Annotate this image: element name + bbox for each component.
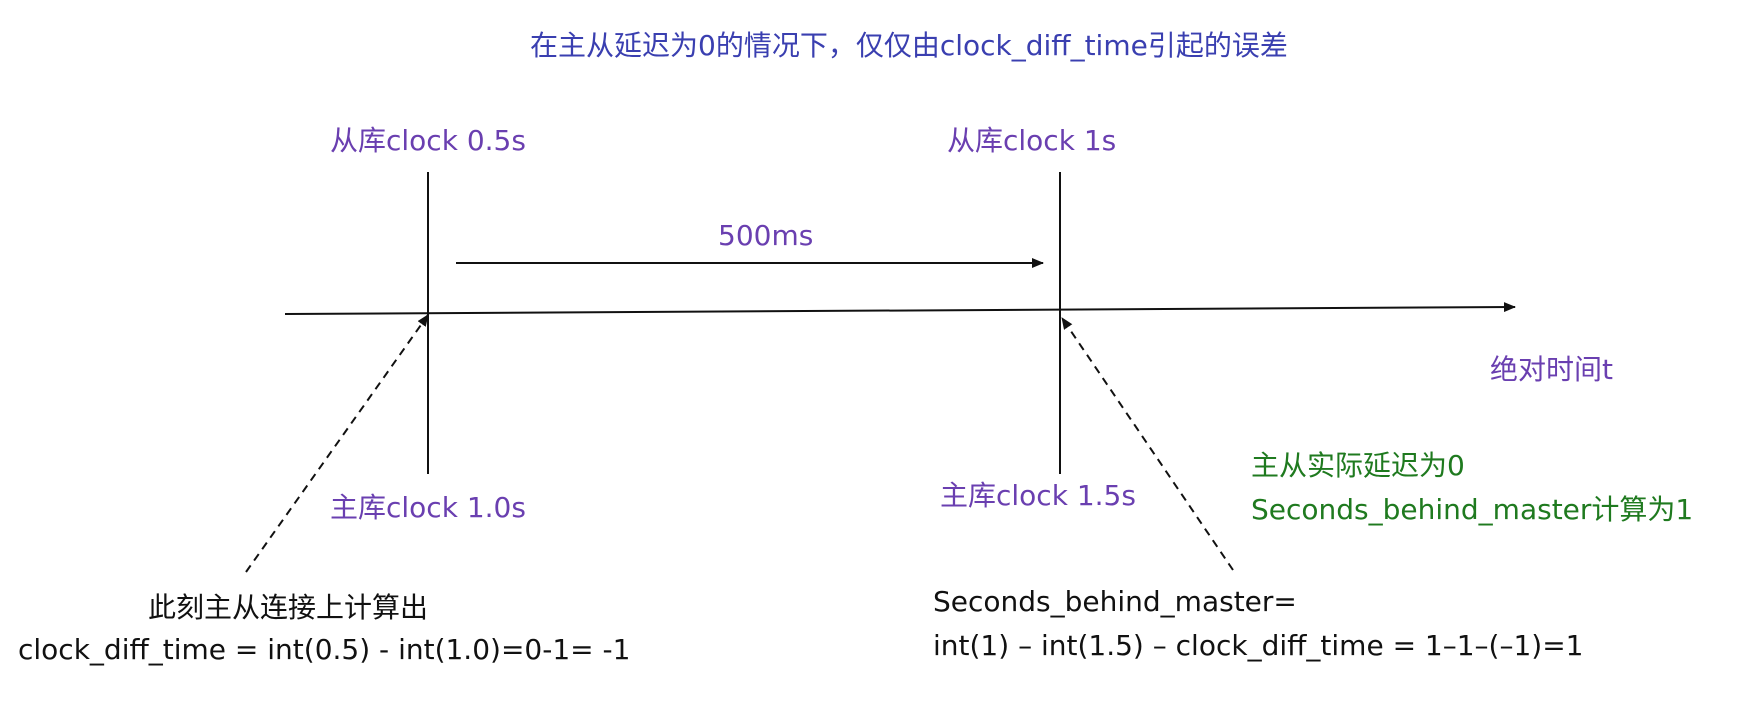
right-pointer-arrow [1061,317,1234,571]
left-pointer-arrow [245,314,429,573]
interval-label: 500ms [718,219,814,252]
right-formula-expression: int(1) – int(1.5) – clock_diff_time = 1–… [933,629,1584,662]
computed-delay-note: Seconds_behind_master计算为1 [1251,493,1694,526]
right-formula-caption: Seconds_behind_master= [933,585,1297,618]
diagram-title: 在主从延迟为0的情况下，仅仅由clock_diff_time引起的误差 [530,29,1288,62]
time-axis [284,302,1516,315]
slave-clock-label-2: 从库clock 1s [947,124,1117,157]
left-formula-expression: clock_diff_time = int(0.5) - int(1.0)=0-… [18,633,631,666]
slave-clock-label-1: 从库clock 0.5s [330,124,526,157]
actual-delay-note: 主从实际延迟为0 [1251,449,1465,482]
master-clock-label-2: 主库clock 1.5s [940,479,1136,512]
master-clock-label-1: 主库clock 1.0s [330,491,526,524]
left-formula-caption: 此刻主从连接上计算出 [148,591,429,624]
time-axis-label: 绝对时间t [1490,353,1613,386]
